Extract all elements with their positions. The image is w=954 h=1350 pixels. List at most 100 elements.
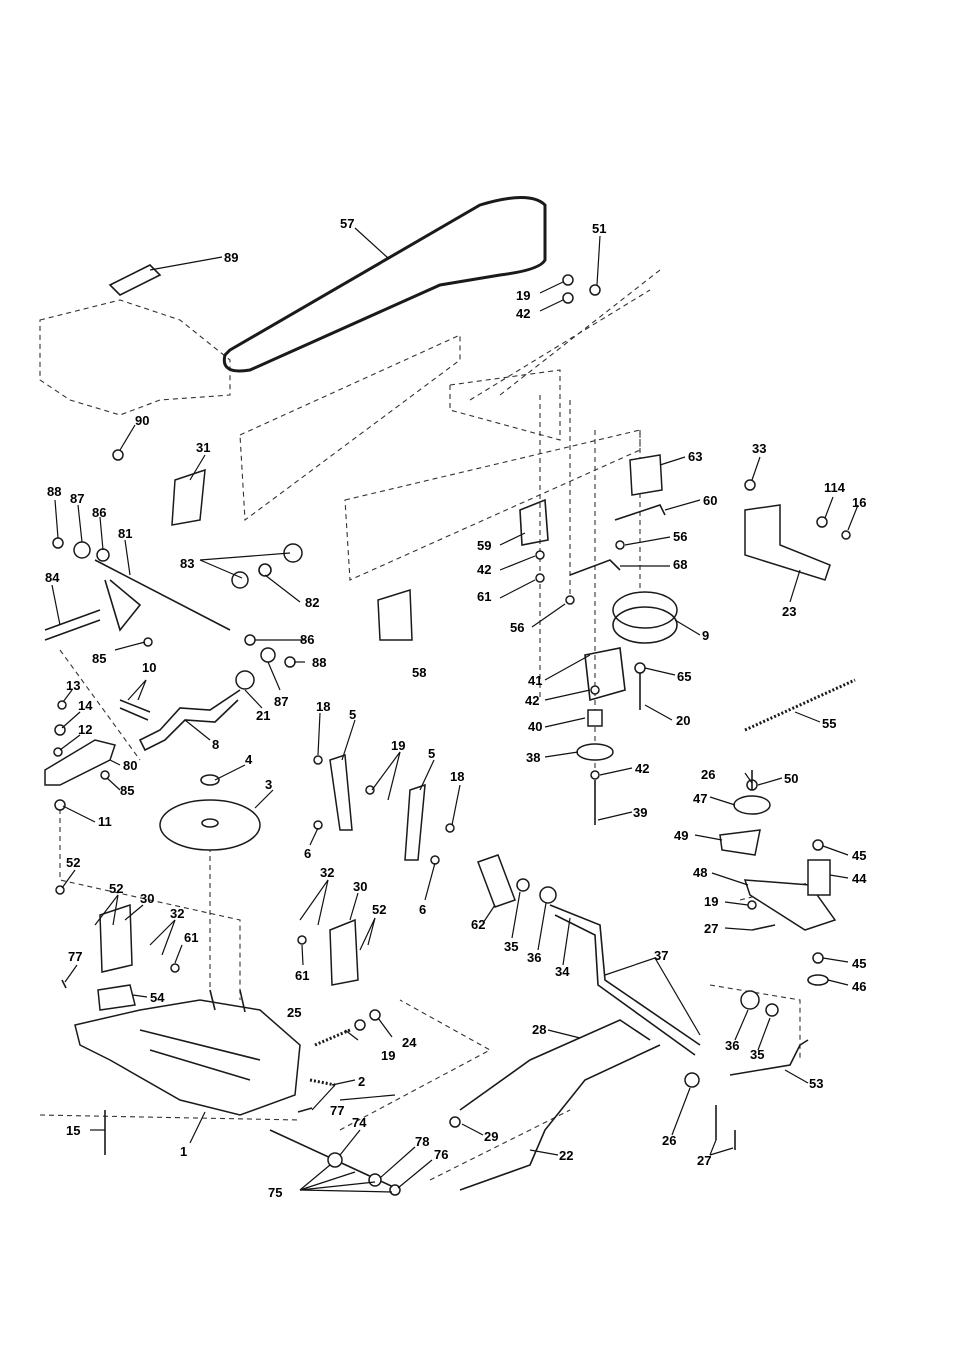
washer-87a	[73, 541, 91, 559]
nut-88a	[52, 537, 64, 549]
label-25: 25	[287, 1005, 301, 1020]
label-16: 16	[852, 495, 866, 510]
label-24: 24	[402, 1035, 417, 1050]
label-61-top: 61	[477, 589, 491, 604]
label-36-right: 36	[725, 1038, 739, 1053]
label-86-right: 86	[300, 632, 314, 647]
washer-42a	[562, 292, 574, 304]
bushing-35a	[516, 878, 530, 892]
lever-8	[138, 689, 241, 752]
bolt-56b	[615, 540, 625, 550]
wire-60	[614, 504, 666, 521]
pin-77b	[297, 1107, 313, 1113]
label-54: 54	[150, 990, 165, 1005]
ring-4	[200, 774, 220, 786]
label-74: 74	[352, 1115, 367, 1130]
label-19-right: 19	[704, 894, 718, 909]
spring-2	[309, 1078, 336, 1087]
bushing-44	[807, 859, 831, 896]
label-4: 4	[245, 752, 253, 767]
cross-shaft-34	[549, 904, 701, 1056]
label-21: 21	[256, 708, 270, 723]
spring-82	[258, 563, 272, 577]
label-14: 14	[78, 698, 93, 713]
label-37: 37	[654, 948, 668, 963]
label-84: 84	[45, 570, 60, 585]
bushing-35b	[765, 1003, 779, 1017]
label-87-right: 87	[274, 694, 288, 709]
washer-42c	[590, 685, 600, 695]
label-5-left: 5	[349, 707, 356, 722]
bolts-10	[119, 699, 151, 721]
washer-36b	[740, 990, 760, 1010]
nut-90	[112, 449, 124, 461]
label-6-left: 6	[304, 846, 311, 861]
label-85-top: 85	[92, 651, 106, 666]
label-11: 11	[98, 814, 112, 829]
label-9: 9	[702, 628, 709, 643]
tube-62	[477, 854, 516, 908]
label-8: 8	[212, 737, 219, 752]
label-23: 23	[782, 604, 796, 619]
label-88-left: 88	[47, 484, 61, 499]
label-28: 28	[532, 1022, 546, 1037]
washer-65	[634, 662, 646, 674]
label-26-top: 26	[701, 767, 715, 782]
label-6-right: 6	[419, 902, 426, 917]
spacer-74	[327, 1152, 343, 1168]
pulley-38	[576, 743, 614, 761]
bracket-59	[519, 498, 549, 546]
bolt-6a	[313, 820, 323, 830]
bolt-6b	[430, 855, 440, 865]
label-52-left: 52	[109, 881, 123, 896]
label-32-mid: 32	[320, 865, 334, 880]
label-56-right: 56	[673, 529, 687, 544]
label-45-bottom: 45	[852, 956, 866, 971]
label-88-right: 88	[312, 655, 326, 670]
washer-87b	[260, 647, 276, 663]
bracket-41	[584, 647, 626, 702]
label-39: 39	[633, 805, 647, 820]
pulley-3-hub	[201, 818, 219, 828]
label-1: 1	[180, 1144, 187, 1159]
label-83: 83	[180, 556, 194, 571]
label-63: 63	[688, 449, 702, 464]
bracket-31	[171, 468, 206, 526]
washer-42d	[590, 770, 600, 780]
washer-114	[816, 516, 828, 528]
bolt-61c	[297, 935, 307, 945]
label-61-mid: 61	[184, 930, 198, 945]
bolt-61b	[170, 963, 180, 973]
label-76: 76	[434, 1147, 448, 1162]
spacer-29	[449, 1116, 461, 1128]
label-52-top: 52	[66, 855, 80, 870]
label-47: 47	[693, 791, 707, 806]
bolt-13	[57, 700, 67, 710]
washer-86a	[96, 548, 110, 562]
nut-76	[389, 1184, 401, 1196]
washer-45b	[812, 952, 824, 964]
label-89: 89	[224, 250, 238, 265]
label-86-left: 86	[92, 505, 106, 520]
washer-45a	[812, 839, 824, 851]
washer-24	[369, 1009, 381, 1021]
bolt-56a	[565, 595, 575, 605]
drive-belt	[222, 196, 547, 373]
label-35-right: 35	[750, 1047, 764, 1062]
label-35-left: 35	[504, 939, 518, 954]
label-29: 29	[484, 1129, 498, 1144]
label-81: 81	[118, 526, 132, 541]
label-18-right: 18	[450, 769, 464, 784]
bolt-33	[744, 479, 756, 491]
label-12: 12	[78, 722, 92, 737]
label-77-left: 77	[68, 949, 82, 964]
pulley-3	[159, 799, 261, 851]
label-27-top: 27	[704, 921, 718, 936]
label-34: 34	[555, 964, 570, 979]
label-19-top: 19	[516, 288, 530, 303]
transaxle-1-detail	[139, 989, 261, 1081]
label-60: 60	[703, 493, 717, 508]
label-18-left: 18	[316, 699, 330, 714]
nut-51	[589, 284, 601, 296]
